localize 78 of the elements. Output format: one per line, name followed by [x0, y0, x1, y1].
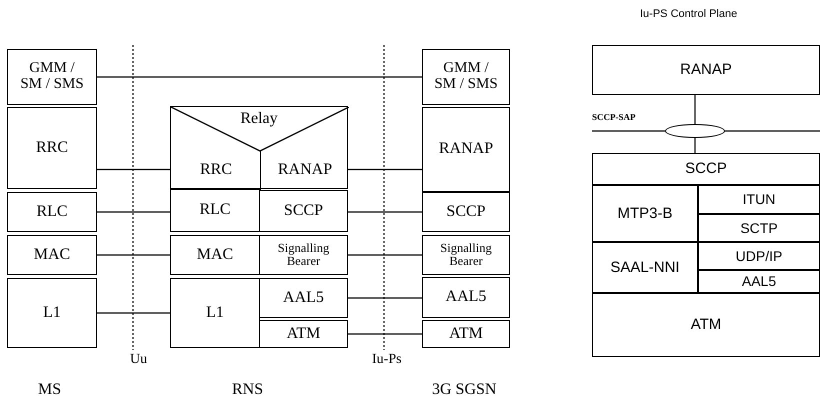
- layer-name: GMM / SM / SMS: [19, 61, 85, 93]
- layer-name: AAL5: [283, 290, 324, 306]
- protocol-layer-box: [259, 278, 348, 318]
- layer-name: L1: [206, 304, 224, 322]
- protocol-layer-box: [259, 320, 348, 348]
- protocol-layer-box: [592, 242, 698, 293]
- panel-heading: Iu-PS Control Plane: [640, 8, 738, 20]
- protocol-layer-box: [422, 320, 510, 348]
- layer-name: MAC: [34, 246, 70, 264]
- layer-name: SAAL-NNI: [610, 260, 680, 276]
- protocol-layer-box: [7, 49, 97, 105]
- peer-link-line: [694, 95, 696, 124]
- protocol-layer-box: [170, 278, 260, 348]
- peer-link-line: [97, 76, 422, 78]
- layer-name: GMM / SM / SMS: [433, 61, 499, 93]
- layer-name: UDP/IP: [736, 248, 782, 264]
- layer-name: ITUN: [742, 192, 776, 207]
- layer-name: RRC: [36, 140, 68, 156]
- protocol-layer-box: [698, 185, 820, 214]
- peer-link-line: [97, 254, 170, 256]
- layer-name: MTP3-B: [617, 206, 672, 222]
- layer-name: ATM: [690, 317, 722, 333]
- protocol-layer-box: [422, 192, 510, 232]
- protocol-layer-box: [592, 45, 820, 95]
- protocol-layer-box: [7, 235, 97, 275]
- layer-name: RLC: [36, 204, 68, 220]
- protocol-layer-box: [422, 107, 510, 192]
- service-access-point-ellipse: [665, 124, 725, 138]
- protocol-layer-box: [698, 242, 820, 270]
- peer-link-line: [694, 138, 696, 153]
- layer-name: AAL5: [446, 289, 486, 306]
- protocol-layer-box: [170, 235, 260, 275]
- interface-label: Uu: [130, 352, 148, 368]
- protocol-layer-box: [259, 190, 348, 232]
- entity-label: 3G SGSN: [432, 381, 496, 399]
- layer-name: L1: [43, 304, 61, 322]
- peer-link-line: [348, 333, 422, 335]
- peer-link-line: [97, 312, 170, 314]
- protocol-layer-box: [422, 235, 510, 275]
- layer-name: RANAP: [278, 162, 332, 179]
- protocol-layer-box: [592, 293, 820, 357]
- layer-name: SCCP: [284, 202, 324, 220]
- layer-name: RANAP: [438, 141, 494, 158]
- peer-link-line: [348, 211, 422, 213]
- protocol-layer-box: [7, 278, 97, 348]
- protocol-layer-box: [592, 153, 820, 185]
- peer-link-line: [97, 211, 170, 213]
- protocol-layer-box: [7, 107, 97, 189]
- peer-link-line: [348, 297, 422, 299]
- layer-name: SCCP: [446, 204, 486, 220]
- access-point-label: SCCP-SAP: [592, 112, 636, 122]
- layer-name: ATM: [286, 326, 320, 342]
- layer-name: MAC: [196, 246, 234, 264]
- layer-name: Signalling Bearer: [439, 242, 493, 268]
- protocol-layer-box: [422, 277, 510, 318]
- layer-name: AAL5: [742, 274, 776, 289]
- protocol-layer-box: [170, 189, 260, 232]
- layer-name: RLC: [199, 202, 231, 219]
- interface-label: Iu-Ps: [372, 352, 402, 368]
- layer-name: RRC: [200, 162, 232, 179]
- peer-link-line: [97, 168, 170, 170]
- protocol-layer-box: [422, 49, 510, 105]
- entity-label: MS: [38, 381, 62, 399]
- layer-name: Signalling Bearer: [276, 242, 330, 268]
- protocol-layer-box: [592, 185, 698, 242]
- peer-link-line: [348, 254, 422, 256]
- protocol-layer-box: [7, 192, 97, 232]
- layer-name: SCTP: [740, 220, 778, 236]
- protocol-layer-box: [259, 235, 348, 275]
- peer-link-line: [348, 168, 422, 170]
- protocol-layer-box: [698, 214, 820, 242]
- layer-name: Relay: [240, 111, 278, 128]
- layer-name: RANAP: [680, 62, 732, 78]
- entity-label: RNS: [232, 381, 264, 399]
- protocol-layer-box: [698, 270, 820, 293]
- protocol-layer-box: [170, 106, 348, 189]
- layer-name: SCCP: [685, 161, 727, 177]
- layer-name: ATM: [449, 326, 483, 342]
